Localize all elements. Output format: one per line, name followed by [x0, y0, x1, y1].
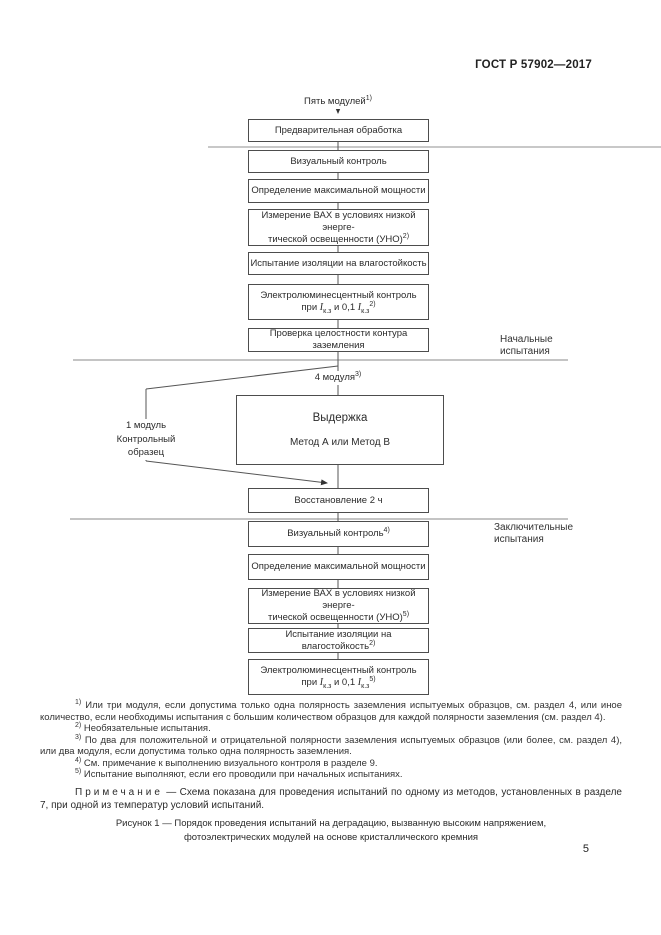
footnote-4: 4) См. примечание к выполнению визуально… — [75, 756, 378, 769]
flow-box-visual-initial: Визуальный контроль — [248, 150, 429, 173]
flow-box-pretreatment: Предварительная обработка — [248, 119, 429, 142]
flow-box-electroluminescence-final: Электролюминесцентный контроль при Iк.з … — [248, 659, 429, 695]
flow-box-ground-continuity: Проверка целостности контура заземления — [248, 328, 429, 352]
figure-caption: Рисунок 1 — Порядок проведения испытаний… — [115, 818, 547, 843]
document-header: ГОСТ Р 57902—2017 — [475, 59, 592, 71]
five-modules-label: Пять модулей1) — [301, 95, 375, 109]
branch-arrow-return — [145, 460, 328, 486]
footnote-5: 5) Испытание выполняют, если его проводи… — [75, 767, 403, 780]
flow-box-wet-insulation-final: Испытание изоляции на влагостойкость2) — [248, 628, 429, 653]
branch-line-out — [145, 365, 339, 390]
final-tests-label: Заключительные испытания — [494, 522, 574, 545]
footnote-3: 3) По два для положительной и отрицатель… — [40, 733, 623, 757]
flow-box-max-power-final: Определение максимальной мощности — [248, 554, 429, 580]
control-sample-label: 1 модуль Контрольный образец — [113, 419, 179, 460]
footnotes: 1) Или три модуля, если допустима только… — [40, 698, 623, 781]
page-number: 5 — [582, 843, 589, 855]
flow-box-recovery: Восстановление 2 ч — [248, 488, 429, 513]
flow-box-iv-low-irradiance-final: Измерение ВАХ в условиях низкой энерге- … — [248, 588, 429, 624]
flow-box-iv-low-irradiance-initial: Измерение ВАХ в условиях низкой энерге- … — [248, 209, 429, 246]
flow-box-max-power-initial: Определение максимальной мощности — [248, 179, 429, 203]
flow-box-exposure: Выдержка Метод А или Метод В — [236, 395, 444, 465]
flow-box-visual-final: Визуальный контроль4) — [248, 521, 429, 547]
footnote-1: 1) Или три модуля, если допустима только… — [40, 698, 623, 723]
footnote-2: 2) Необязательные испытания. — [75, 721, 211, 734]
initial-tests-label: Начальные испытания — [500, 334, 553, 357]
flow-box-wet-insulation-initial: Испытание изоляции на влагостойкость — [248, 252, 429, 275]
flow-box-electroluminescence-initial: Электролюминесцентный контроль при Iк.з … — [248, 284, 429, 320]
four-modules-label: 4 модуля3) — [311, 371, 365, 385]
figure-note: Примечание — Схема показана для проведен… — [40, 787, 622, 811]
